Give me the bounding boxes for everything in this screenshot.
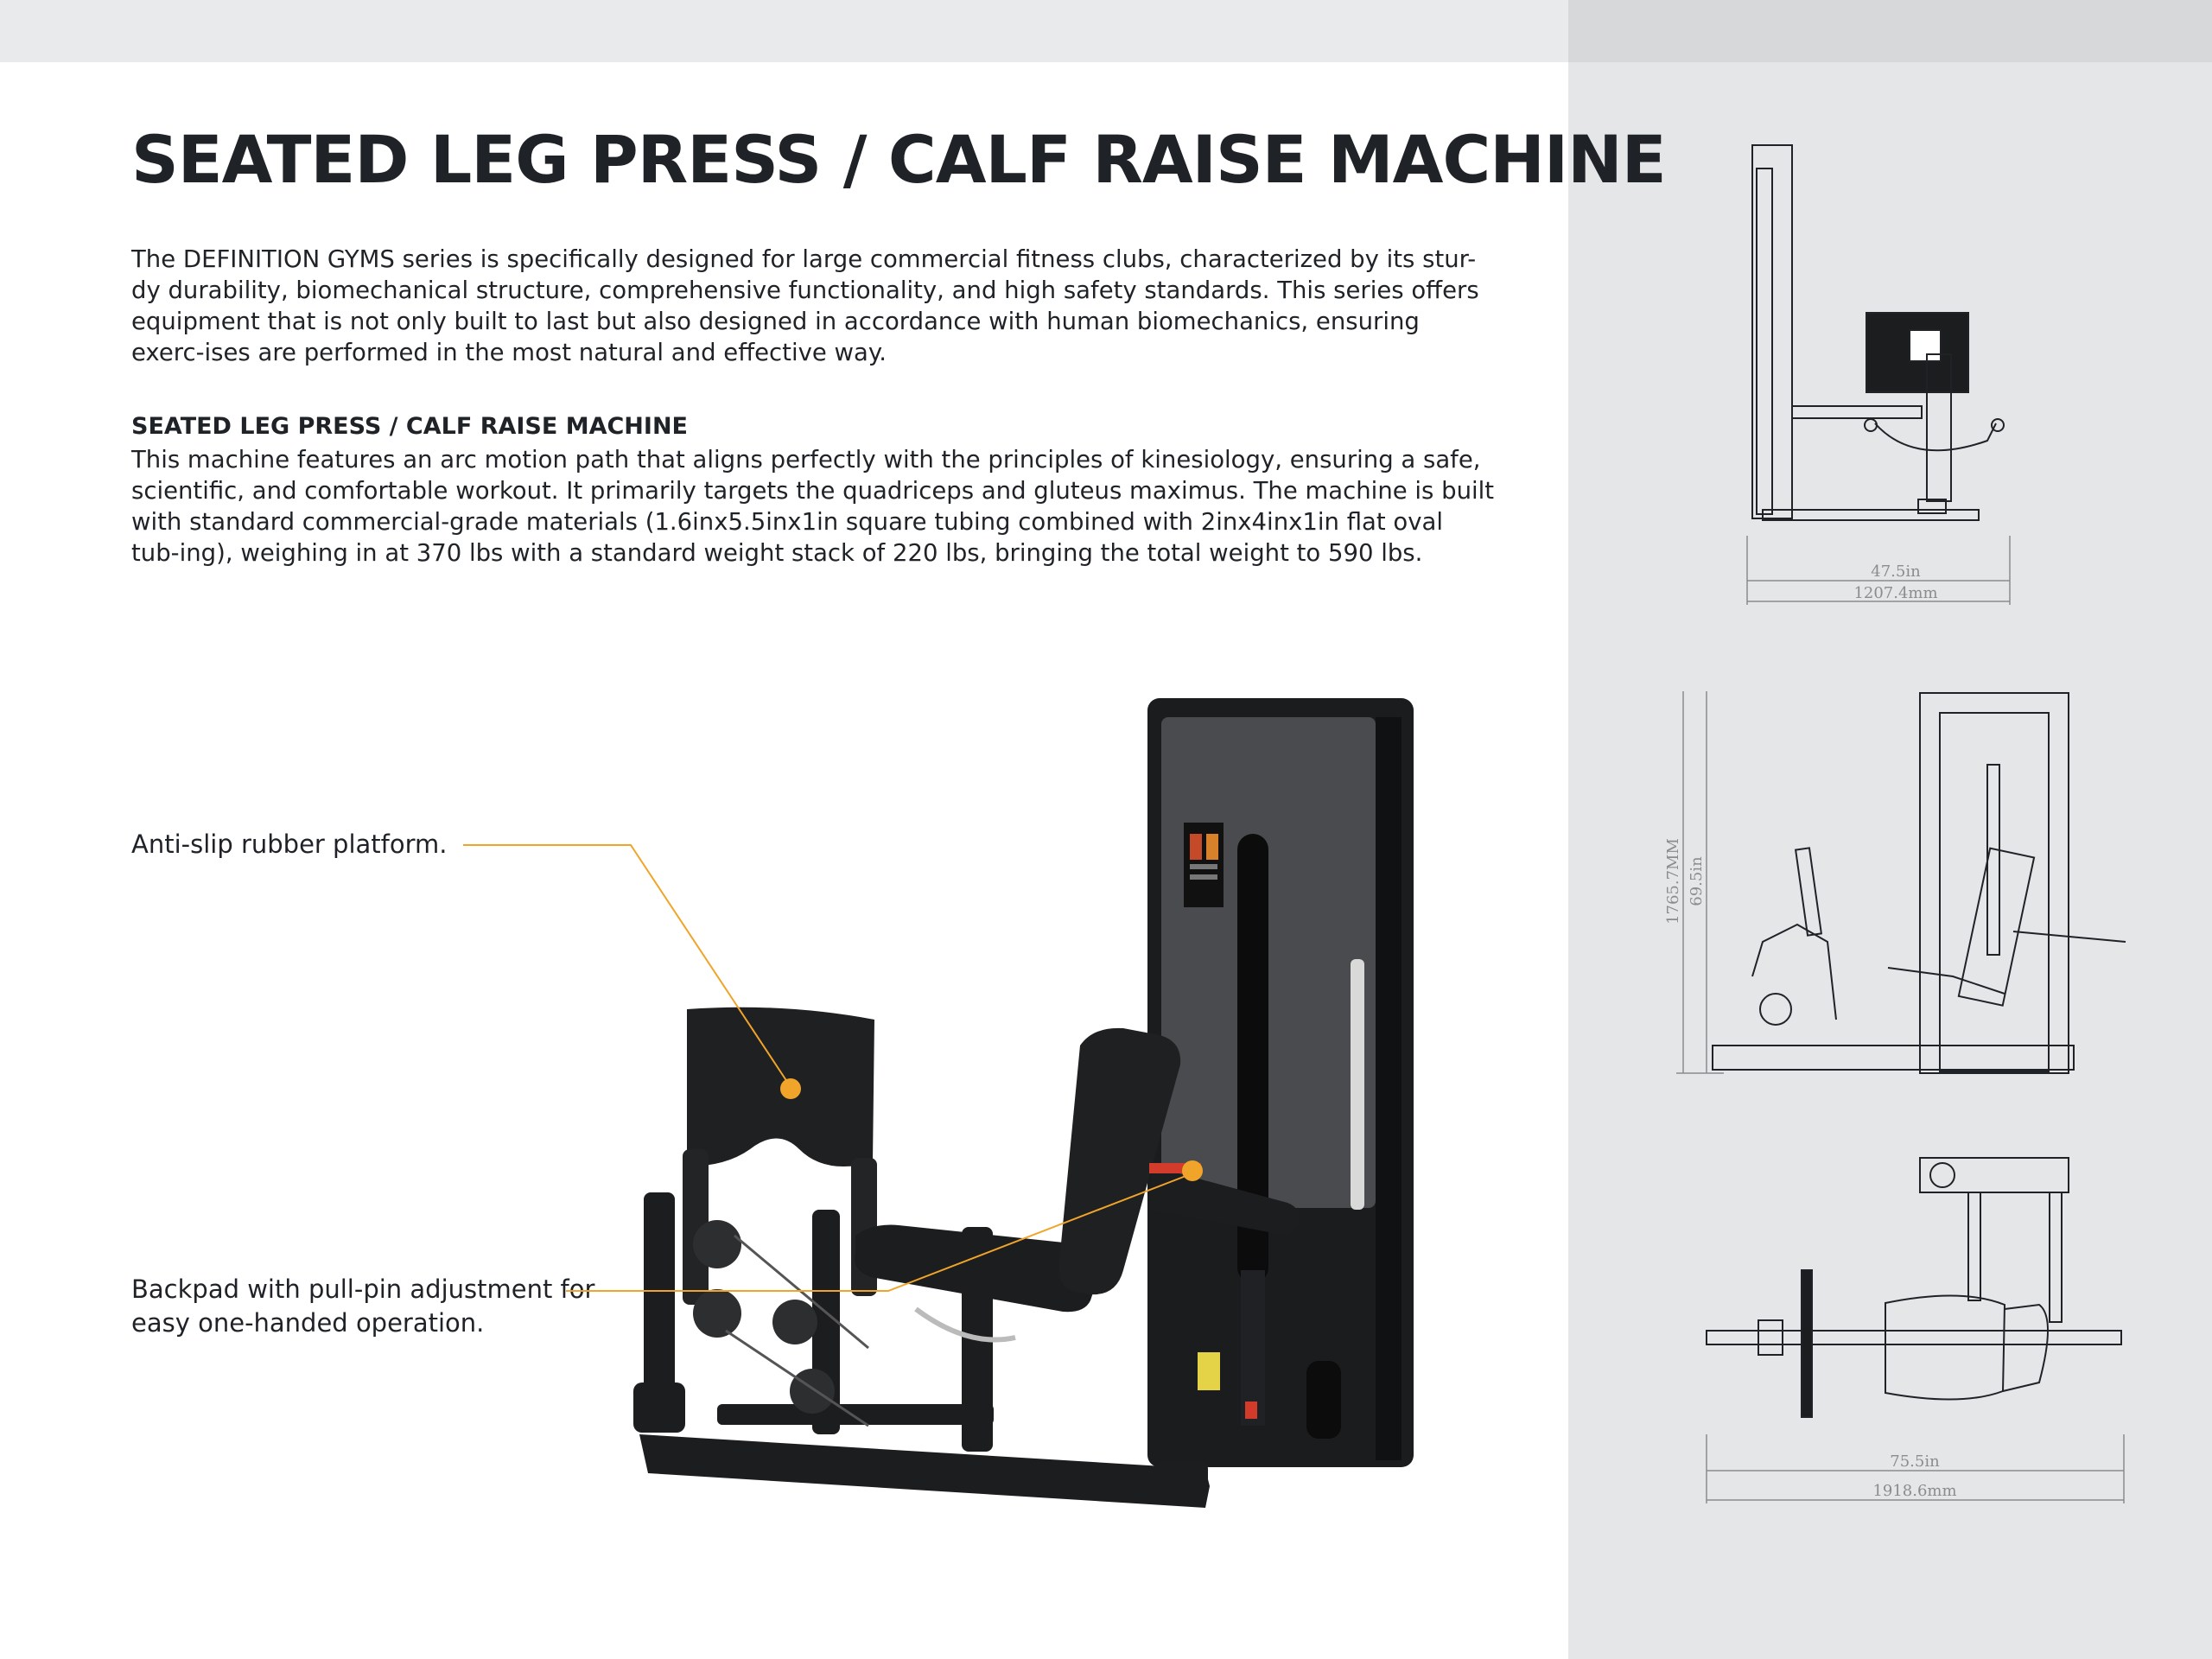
section-body: This machine features an arc motion path… — [131, 446, 1495, 567]
section-heading: SEATED LEG PRESS / CALF RAISE MACHINE — [131, 413, 688, 440]
callout-dot-backpad — [1182, 1160, 1203, 1181]
page-title: SEATED LEG PRESS / CALF RAISE MACHINE — [131, 121, 1667, 198]
seat-assembly — [855, 1027, 1300, 1343]
callout-leaders — [463, 844, 1193, 1292]
callout-platform-label: Anti-slip rubber platform. — [131, 830, 448, 859]
weight-tower — [1147, 698, 1414, 1467]
panel-top-strip — [1568, 0, 2212, 62]
callout-backpad-label: Backpad with pull-pin adjustment for eas… — [131, 1274, 595, 1338]
callout-dot-platform — [780, 1078, 801, 1099]
plate-stack — [693, 1220, 869, 1427]
machine-illustration — [463, 698, 1414, 1508]
intro-paragraph: The DEFINITION GYMS series is specifical… — [131, 245, 1479, 366]
technical-drawings-panel — [1568, 0, 2212, 1659]
top-bar — [0, 0, 1568, 62]
